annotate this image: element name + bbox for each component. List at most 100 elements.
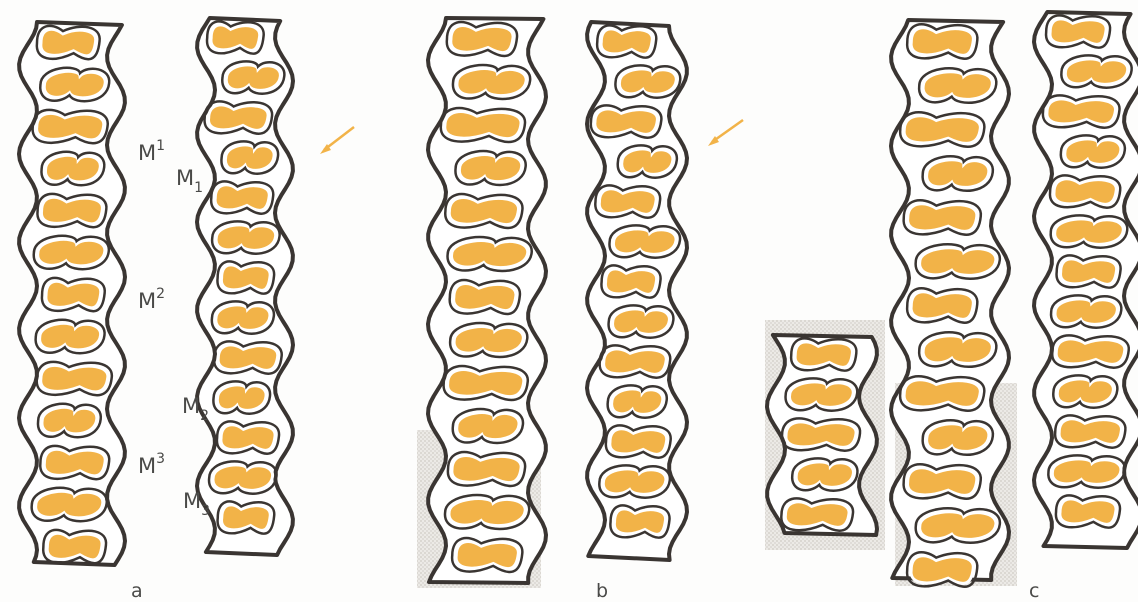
enamel-lobe <box>790 382 854 407</box>
enamel-lobe <box>613 309 670 334</box>
enamel-lobe <box>449 198 518 225</box>
enamel-lobe <box>45 155 100 182</box>
arrow-icon-panel-b <box>708 120 743 146</box>
enamel-lobe <box>796 462 853 487</box>
tooth-row-c-small <box>767 335 877 535</box>
tooth-row-a-lower <box>197 18 293 555</box>
enamel-lobe <box>923 72 992 100</box>
enamel-lobe <box>795 342 852 367</box>
panel-caption-b: b <box>596 580 608 602</box>
enamel-lobe <box>445 112 521 139</box>
enamel-lobe <box>908 204 977 232</box>
enamel-lobe <box>619 69 676 94</box>
enamel-lobe <box>222 505 271 530</box>
enamel-lobe <box>226 65 280 90</box>
enamel-lobe <box>603 469 666 494</box>
enamel-lobe <box>218 345 278 370</box>
enamel-lobe <box>927 424 989 452</box>
enamel-lobe <box>1061 259 1117 284</box>
tooth-row-a-upper <box>19 22 125 565</box>
enamel-lobe <box>911 556 973 584</box>
enamel-lobe <box>456 542 518 569</box>
enamel-lobe <box>44 449 105 476</box>
enamel-lobe <box>221 265 270 290</box>
enamel-lobe <box>1054 179 1116 204</box>
enamel-lobe <box>613 229 676 254</box>
enamel-lobe <box>216 305 270 330</box>
enamel-lobe <box>911 292 973 320</box>
enamel-lobe <box>1050 19 1106 44</box>
label-upper-m2: M2 <box>138 286 165 313</box>
enamel-lobe <box>451 26 513 53</box>
enamel-lobe <box>213 465 273 490</box>
enamel-lobe <box>1056 339 1125 364</box>
enamel-lobe <box>211 25 260 50</box>
enamel-lobe <box>927 160 989 188</box>
enamel-lobe <box>1047 99 1116 124</box>
enamel-lobe <box>457 413 519 440</box>
tooth-row-c-upper <box>891 20 1009 587</box>
enamel-lobe <box>911 28 973 56</box>
tooth-row-b-upper <box>428 18 546 583</box>
enamel-lobe <box>46 281 101 308</box>
tooth-row-b-lower <box>587 22 687 560</box>
enamel-lobe <box>612 389 663 414</box>
enamel-lobe <box>454 327 523 354</box>
enamel-lobe <box>47 533 102 560</box>
enamel-lobe <box>908 468 977 496</box>
enamel-lobe <box>1057 379 1113 404</box>
enamel-lobe <box>42 407 97 434</box>
label-upper-m1: M1 <box>138 138 165 165</box>
panel-caption-a: a <box>131 580 143 602</box>
enamel-lobe <box>41 197 102 224</box>
enamel-lobe <box>209 105 269 130</box>
enamel-lobe <box>595 109 658 134</box>
enamel-lobe <box>610 429 667 454</box>
enamel-lobe <box>448 370 524 397</box>
enamel-lobe <box>225 145 274 170</box>
enamel-lobe <box>459 155 521 182</box>
enamel-lobe <box>1065 59 1127 84</box>
enamel-lobe <box>614 509 665 534</box>
enamel-lobe <box>452 456 521 483</box>
arrow-icon-panel-a <box>320 127 354 154</box>
enamel-lobe <box>449 499 525 526</box>
enamel-lobe <box>920 248 996 276</box>
enamel-lobe <box>1055 299 1117 324</box>
enamel-lobe <box>44 71 105 98</box>
enamel-lobe <box>221 425 275 450</box>
enamel-lobe <box>920 512 996 540</box>
enamel-lobe <box>785 502 849 527</box>
tooth-row-c-lower <box>1034 12 1138 548</box>
enamel-lobe <box>41 29 96 56</box>
enamel-lobe <box>1055 219 1124 244</box>
enamel-lobe <box>923 336 992 364</box>
enamel-lobe <box>217 385 266 410</box>
enamel-lobe <box>41 365 108 392</box>
enamel-lobe <box>599 189 656 214</box>
enamel-lobe <box>216 225 276 250</box>
enamel-lobe <box>1065 139 1121 164</box>
enamel-lobe <box>452 241 528 268</box>
label-lower-m1: M1 <box>176 166 203 196</box>
panel-caption-c: c <box>1029 580 1039 602</box>
enamel-lobe <box>38 239 105 266</box>
enamel-lobe <box>622 149 673 174</box>
label-upper-m3: M3 <box>138 451 165 478</box>
enamel-lobe <box>605 269 656 294</box>
enamel-lobe <box>1059 419 1121 444</box>
enamel-lobe <box>904 116 980 144</box>
enamel-lobe <box>601 29 652 54</box>
enamel-lobe <box>457 69 526 96</box>
enamel-lobe <box>37 113 104 140</box>
enamel-lobe <box>215 185 269 210</box>
enamel-lobe <box>904 380 980 408</box>
enamel-lobe <box>36 491 103 518</box>
enamel-lobe <box>454 284 516 311</box>
enamel-lobe <box>786 422 856 447</box>
enamel-lobe <box>604 349 667 374</box>
enamel-lobe <box>40 323 101 350</box>
enamel-lobe <box>1052 459 1121 484</box>
